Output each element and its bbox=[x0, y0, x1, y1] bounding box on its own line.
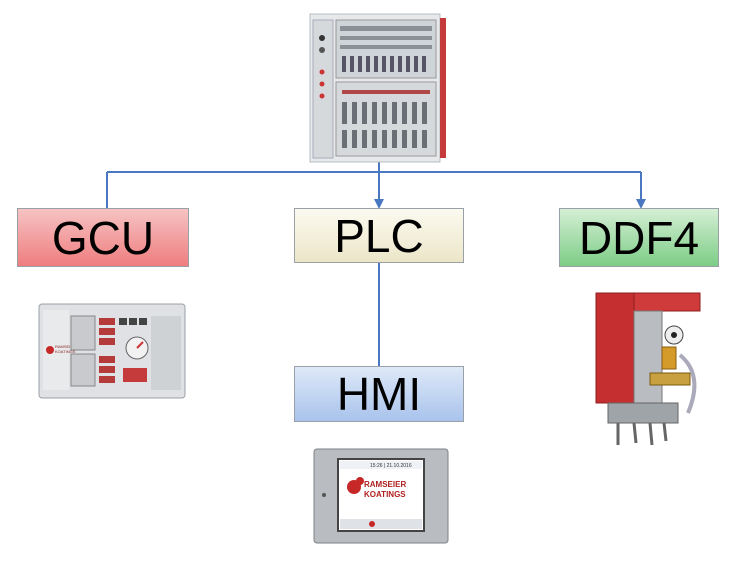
gcu-box: GCU bbox=[17, 208, 189, 267]
hmi-box: HMI bbox=[294, 366, 464, 422]
plc-label: PLC bbox=[334, 209, 424, 262]
gcu-logo-line2: KOATINGS bbox=[55, 349, 76, 354]
hmi-label: HMI bbox=[336, 368, 422, 420]
ddf4-unit-image bbox=[595, 292, 701, 446]
hmi-brand-line1: RAMSEIER bbox=[364, 480, 406, 489]
gcu-controller-image: RAMSEIER KOATINGS bbox=[38, 303, 186, 399]
gcu-label: GCU bbox=[51, 211, 155, 264]
ddf4-label: DDF4 bbox=[578, 211, 700, 264]
plc-box: PLC bbox=[294, 208, 464, 263]
gcu-logo-line1: RAMSEIER bbox=[55, 344, 76, 349]
hmi-datetime: 15:26 | 21.10.2016 bbox=[370, 463, 412, 469]
hmi-touchscreen-image: 15:26 | 21.10.2016 RAMSEIER KOATINGS bbox=[313, 448, 449, 544]
control-cabinet-image bbox=[309, 13, 446, 163]
ddf4-box: DDF4 bbox=[559, 208, 719, 267]
hmi-brand-line2: KOATINGS bbox=[364, 490, 406, 499]
